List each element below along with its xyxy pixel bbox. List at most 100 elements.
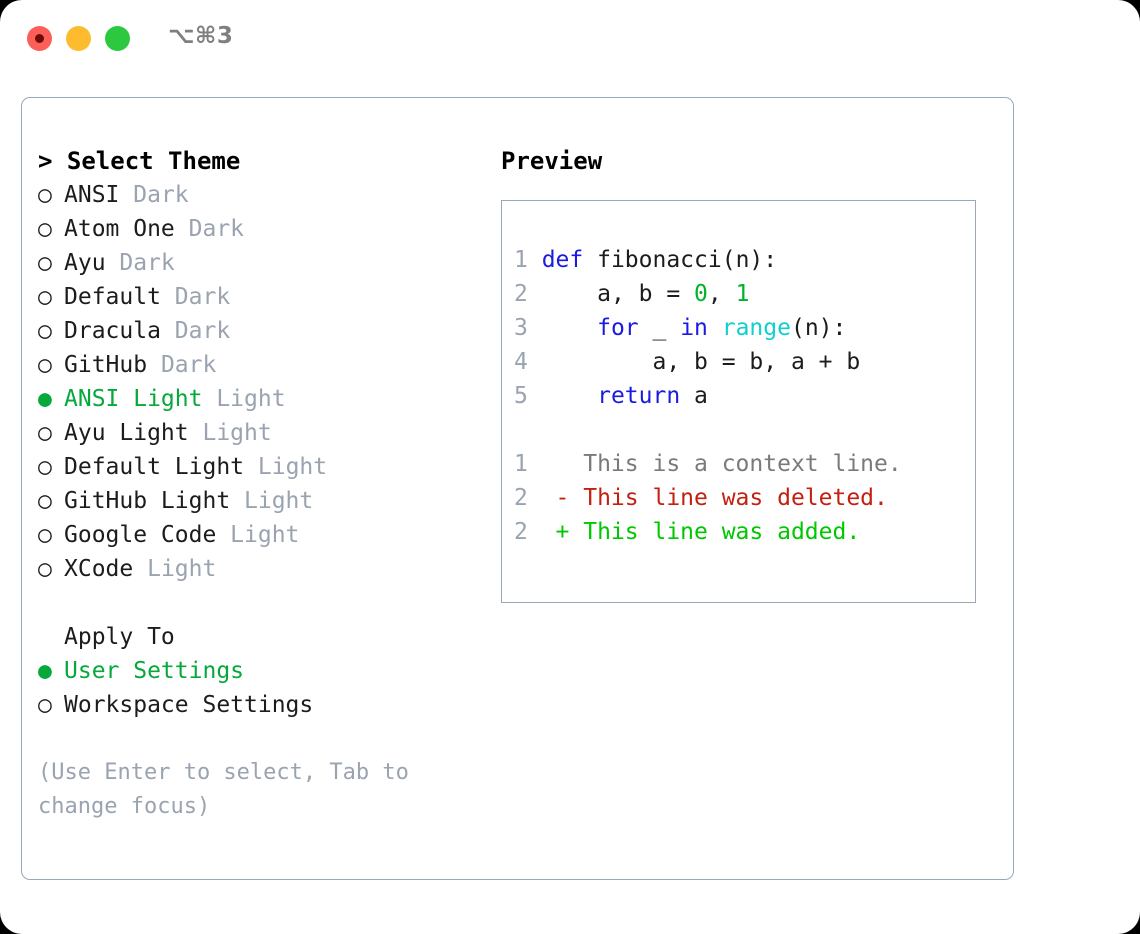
code-line: 1 def fibonacci(n): xyxy=(514,243,860,277)
diff-line-text: This is a context line. xyxy=(555,451,902,477)
theme-option-kind: Dark xyxy=(188,216,245,242)
title-bar: ⌥⌘3 xyxy=(0,0,1140,78)
diff-line-text: + This line was added. xyxy=(555,519,861,545)
theme-option-label: ANSI xyxy=(64,182,134,208)
theme-option-kind: Dark xyxy=(174,318,231,344)
preview-title: Preview xyxy=(501,147,603,175)
theme-option-label: XCode xyxy=(64,556,148,582)
apply-to-option-label: User Settings xyxy=(64,658,245,684)
diff-line: 2 - This line was deleted. xyxy=(514,481,902,515)
theme-option-kind: Light xyxy=(230,522,300,548)
code-line-number: 5 xyxy=(514,383,542,409)
radio-unselected-icon: ○ xyxy=(38,284,52,310)
code-line-number: 2 xyxy=(514,281,542,307)
theme-option-label: Ayu Light xyxy=(64,420,203,446)
radio-unselected-icon: ○ xyxy=(38,454,52,480)
theme-option-github[interactable]: ○ GitHub Dark xyxy=(38,348,498,382)
code-token: a, b = xyxy=(541,281,695,307)
theme-option-kind: Dark xyxy=(160,352,217,378)
theme-option-kind: Light xyxy=(147,556,217,582)
theme-option-default-light[interactable]: ○ Default Light Light xyxy=(38,450,498,484)
theme-option-kind: Dark xyxy=(133,182,189,208)
theme-option-label: Default xyxy=(64,284,175,310)
theme-list-pane: > Select Theme ○ANSI Dark○Atom One Dark○… xyxy=(38,144,498,824)
code-token: return xyxy=(541,383,695,409)
diff-line-text: - This line was deleted. xyxy=(555,485,888,511)
theme-option-label: Dracula xyxy=(64,318,175,344)
code-token: , xyxy=(707,281,736,307)
code-token: 0 xyxy=(694,281,708,307)
theme-option-kind: Light xyxy=(202,420,272,446)
theme-option-ansi[interactable]: ○ ANSI Dark xyxy=(38,178,498,212)
radio-unselected-icon: ○ xyxy=(38,318,52,344)
radio-unselected-icon: ○ xyxy=(38,182,52,208)
theme-option-label: GitHub xyxy=(64,352,161,378)
radio-selected-icon: ● xyxy=(38,658,52,684)
code-token: a xyxy=(694,383,708,409)
radio-unselected-icon: ○ xyxy=(38,522,52,548)
code-token: range xyxy=(721,315,791,341)
code-line-number: 1 xyxy=(514,247,542,273)
theme-option-label: Atom One xyxy=(64,216,189,242)
theme-option-ayu-light[interactable]: ○ Ayu Light Light xyxy=(38,416,498,450)
code-token: fibonacci(n): xyxy=(597,247,778,273)
theme-options-list: ○ANSI Dark○Atom One Dark○Ayu Dark○Defaul… xyxy=(38,178,498,586)
code-line-number: 3 xyxy=(514,315,542,341)
keyboard-shortcut-label: ⌥⌘3 xyxy=(168,23,234,49)
theme-option-ayu[interactable]: ○Ayu Dark xyxy=(38,246,498,280)
code-line: 4 a, b = b, a + b xyxy=(514,345,860,379)
apply-to-option-label: Workspace Settings xyxy=(64,692,314,718)
code-sample: 1 def fibonacci(n): 2 a, b = 0, 1 3 for _ … xyxy=(514,243,860,413)
apply-to-option-user-settings[interactable]: ● User Settings xyxy=(38,654,498,688)
diff-line: 2 + This line was added. xyxy=(514,515,902,549)
apply-to-section: Apply To ● User Settings ○ Workspace Settin… xyxy=(38,620,498,722)
keyboard-hint: (Use Enter to select, Tab to change focu… xyxy=(38,760,409,819)
theme-option-kind: Dark xyxy=(119,250,175,276)
theme-option-label: GitHub Light xyxy=(64,488,245,514)
theme-option-dracula[interactable]: ○ Dracula Dark xyxy=(38,314,498,348)
theme-option-xcode[interactable]: ○XCode Light xyxy=(38,552,498,586)
theme-option-google-code[interactable]: ○ Google Code Light xyxy=(38,518,498,552)
code-token: (n): xyxy=(790,315,847,341)
code-token: in xyxy=(680,315,722,341)
theme-option-github-light[interactable]: ○ GitHub Light Light xyxy=(38,484,498,518)
code-line: 3 for _ in range(n): xyxy=(514,311,860,345)
theme-option-kind: Light xyxy=(216,386,286,412)
theme-selector-card: > Select Theme ○ANSI Dark○Atom One Dark○… xyxy=(21,97,1014,880)
theme-option-kind: Light xyxy=(257,454,328,480)
radio-unselected-icon: ○ xyxy=(38,692,52,718)
radio-selected-icon: ● xyxy=(38,386,52,412)
code-token: 1 xyxy=(735,281,750,307)
theme-option-label: ANSI Light xyxy=(64,386,217,412)
close-icon xyxy=(35,34,44,43)
theme-option-label: Google Code xyxy=(64,522,231,548)
close-button[interactable] xyxy=(27,26,52,51)
radio-unselected-icon: ○ xyxy=(38,420,52,446)
theme-option-ansi-light[interactable]: ● ANSI Light Light xyxy=(38,382,498,416)
theme-option-kind: Light xyxy=(244,488,314,514)
apply-to-options-list: ● User Settings ○ Workspace Settings xyxy=(38,654,498,722)
diff-line: 1 This is a context line. xyxy=(514,447,902,481)
select-theme-header: > Select Theme xyxy=(38,147,241,175)
code-token: def xyxy=(541,247,598,273)
diff-line-number: 1 xyxy=(514,451,556,477)
code-line-number: 4 xyxy=(514,349,542,375)
theme-option-atom-one[interactable]: ○Atom One Dark xyxy=(38,212,498,246)
code-token: a, b = b, a + b xyxy=(541,349,861,375)
apply-to-option-workspace-settings[interactable]: ○ Workspace Settings xyxy=(38,688,498,722)
theme-option-label: Default Light xyxy=(64,454,258,480)
apply-to-title: Apply To xyxy=(64,624,175,650)
maximize-button[interactable] xyxy=(105,26,130,51)
diff-line-number: 2 xyxy=(514,485,556,511)
radio-unselected-icon: ○ xyxy=(38,352,52,378)
theme-option-label: Ayu xyxy=(64,250,120,276)
code-line: 5 return a xyxy=(514,379,860,413)
radio-unselected-icon: ○ xyxy=(38,488,52,514)
theme-option-kind: Dark xyxy=(174,284,231,310)
theme-option-default[interactable]: ○ Default Dark xyxy=(38,280,498,314)
traffic-lights xyxy=(27,26,130,51)
diff-sample: 1 This is a context line.2 - This line w… xyxy=(514,447,902,549)
minimize-button[interactable] xyxy=(66,26,91,51)
preview-box: 1 def fibonacci(n): 2 a, b = 0, 1 3 for _ … xyxy=(501,200,976,603)
